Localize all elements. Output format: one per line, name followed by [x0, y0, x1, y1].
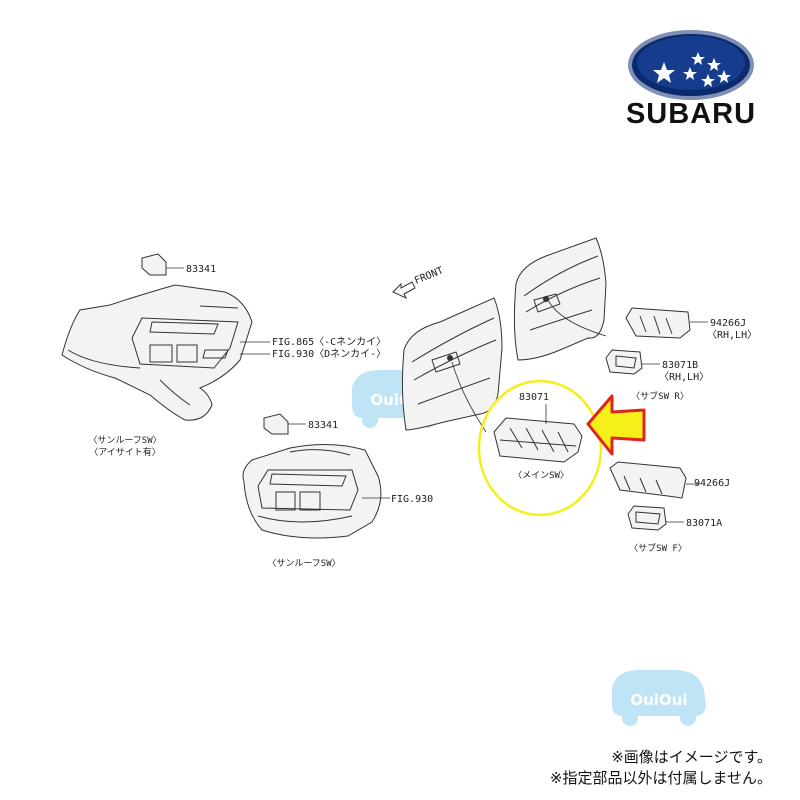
watermark-car-bottom: OuiOui: [612, 670, 706, 726]
highlight-circle: [477, 379, 603, 517]
label-rh-lh-2: 〈RH,LH〉: [659, 371, 709, 383]
leader-rear-door: [547, 299, 607, 337]
sub-sw-rear: [605, 307, 708, 375]
label-94266j-r: 94266J: [710, 318, 746, 329]
label-83341-a: 83341: [186, 264, 216, 275]
sub-sw-front: [609, 461, 700, 531]
label-83341-b: 83341: [308, 420, 338, 431]
label-83071b: 83071B: [662, 360, 698, 371]
main-sw: [493, 404, 583, 463]
brand-name: SUBARU: [626, 98, 756, 130]
label-83071: 83071: [519, 392, 549, 403]
label-94266j-f: 94266J: [694, 478, 730, 489]
label-sunroof-eyesight-1: 〈サンルーフSW〉: [88, 435, 161, 446]
label-rh-lh-1: 〈RH,LH〉: [707, 329, 757, 341]
note-image-disclaimer: ※画像はイメージです。: [611, 748, 772, 766]
sunroof-assembly: [242, 413, 390, 539]
label-fig930-b: FIG.930: [391, 494, 433, 505]
label-main-sw: 〈メインSW〉: [513, 470, 569, 481]
label-fig865: FIG.865〈-Cネンカイ〉: [272, 336, 386, 348]
label-fig930-a: FIG.930〈Dネンカイ-〉: [272, 348, 386, 360]
pointer-arrow-icon: [586, 394, 646, 456]
label-front: FRONT: [413, 265, 445, 286]
front-arrow-icon: [392, 281, 416, 300]
label-sub-sw-f: 〈サブSW F〉: [629, 542, 687, 554]
watermark-text-bottom: OuiOui: [630, 691, 687, 709]
label-sunroof-sw: 〈サンルーフSW〉: [267, 558, 340, 569]
subaru-logo: SUBARU: [626, 30, 756, 130]
note-parts-disclaimer: ※指定部品以外は付属しません。: [549, 769, 772, 787]
rear-door-panel: [513, 237, 607, 361]
label-sunroof-eyesight-2: 〈アイサイト有〉: [89, 446, 161, 458]
sunroof-eyesight-assembly: [61, 253, 270, 421]
label-83071a: 83071A: [686, 518, 722, 529]
label-sub-sw-r: 〈サブSW R〉: [631, 390, 689, 402]
